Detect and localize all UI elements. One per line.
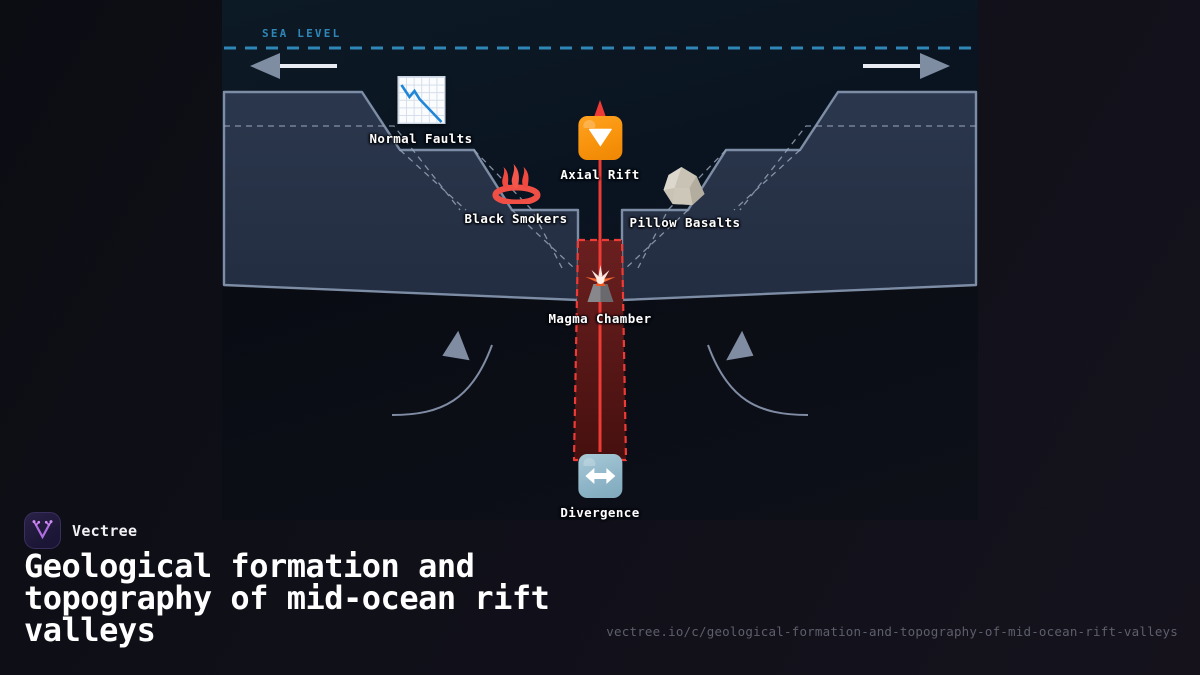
rift-valley-diagram: SEA LEVEL bbox=[222, 0, 978, 520]
right-fault-lines bbox=[625, 125, 976, 269]
left-fault-lines bbox=[224, 125, 575, 269]
feature-label: Magma Chamber bbox=[548, 311, 652, 326]
brand: Vectree bbox=[24, 512, 137, 549]
down-triangle-badge-icon bbox=[577, 116, 622, 160]
volcano-icon bbox=[579, 262, 621, 304]
line-chart-icon bbox=[396, 76, 445, 124]
convection-currents bbox=[391, 330, 809, 416]
feature-divergence[interactable]: Divergence bbox=[560, 454, 639, 521]
brand-name: Vectree bbox=[72, 521, 138, 540]
feature-label: Black Smokers bbox=[464, 211, 568, 226]
feature-pillow-basalts[interactable]: Pillow Basalts bbox=[630, 164, 741, 231]
feature-label: Pillow Basalts bbox=[629, 215, 741, 230]
vectree-logo-icon bbox=[24, 512, 61, 549]
feature-label: Normal Faults bbox=[369, 131, 473, 146]
right-spreading-arrow bbox=[863, 53, 950, 79]
feature-magma-chamber[interactable]: Magma Chamber bbox=[548, 262, 651, 327]
rock-icon bbox=[660, 164, 710, 208]
left-right-arrow-badge-icon bbox=[577, 454, 622, 498]
feature-label: Axial Rift bbox=[560, 167, 640, 182]
feature-normal-faults[interactable]: Normal Faults bbox=[369, 76, 472, 147]
feature-axial-rift[interactable]: Axial Rift bbox=[560, 116, 639, 183]
sea-level-label: SEA LEVEL bbox=[262, 27, 342, 40]
diagram-canvas bbox=[222, 46, 978, 520]
footer: Vectree Geological formation and topogra… bbox=[0, 500, 1200, 675]
hot-spring-icon bbox=[490, 158, 542, 206]
feature-black-smokers[interactable]: Black Smokers bbox=[464, 158, 567, 227]
feature-label: Divergence bbox=[560, 505, 640, 520]
page-title: Geological formation and topography of m… bbox=[24, 547, 550, 649]
page-url: vectree.io/c/geological-formation-and-to… bbox=[606, 624, 1178, 639]
left-spreading-arrow bbox=[250, 53, 337, 79]
